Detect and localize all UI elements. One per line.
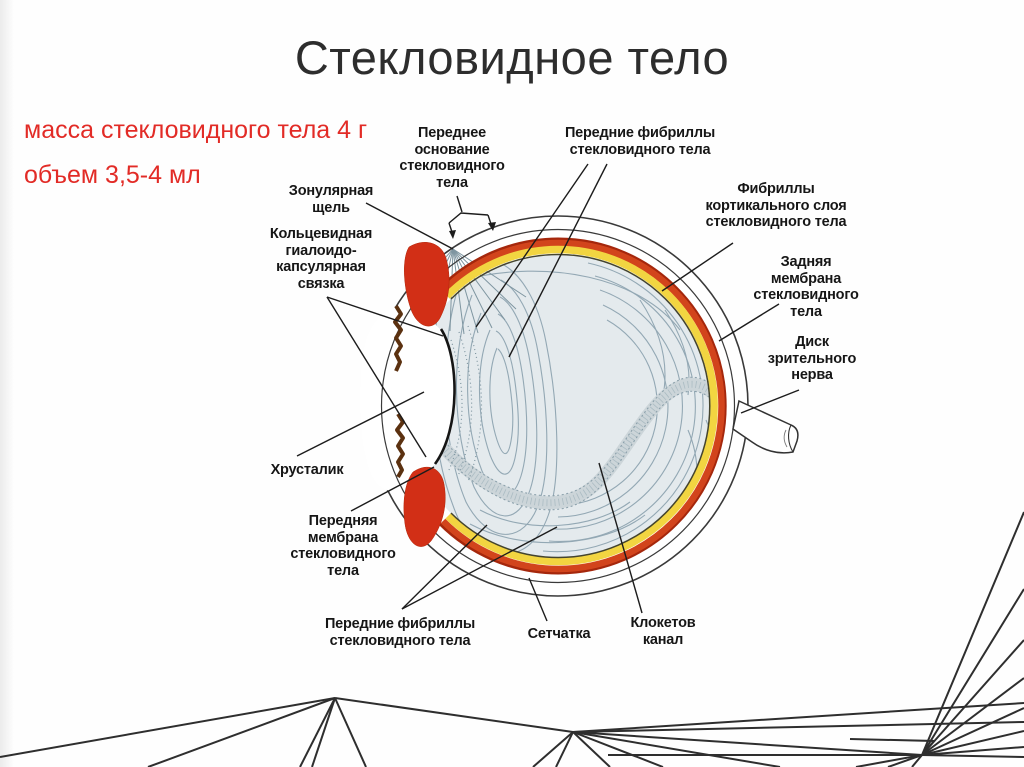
fact-vitreous-volume: объем 3,5-4 мл [24, 161, 201, 189]
leader-posterior-membrane [718, 303, 780, 342]
leader-anterior-base-connector [456, 195, 463, 213]
leader-zonular-cleft [365, 202, 454, 250]
label-annular-ligament: Кольцевидная гиалоидо- капсулярная связк… [269, 226, 373, 292]
lens-posterior-capsule [433, 328, 456, 465]
ciliary-body-patches [403, 242, 450, 547]
bracket-arrowhead-right [488, 222, 496, 231]
lens-region [360, 304, 483, 492]
leader-cloquet-canal [598, 462, 643, 614]
cloquet-canal-band [430, 376, 709, 511]
anterior-segment [360, 304, 455, 492]
label-lens: Хрусталик [270, 462, 344, 478]
label-posterior-membrane: Задняя мембрана стекловидного тела [753, 254, 859, 320]
leader-anterior-fibrils-bottom-1 [401, 524, 488, 610]
optic-nerve [732, 399, 799, 454]
eye-globe [360, 215, 799, 597]
label-cortical-fibrils: Фибриллы кортикального слоя стекловидног… [705, 181, 847, 230]
bracket-arrowhead-left [449, 230, 456, 239]
slide-edge-shadow [0, 0, 14, 767]
zonular-fibers [393, 304, 405, 478]
anterior-cortex-stipple [448, 325, 483, 483]
label-anterior-fibrils-top: Передние фибриллы стекловидного тела [564, 125, 716, 158]
label-optic-disc: Диск зрительного нерва [767, 334, 857, 383]
leader-cortical-fibrils [661, 242, 734, 292]
leader-lens [296, 391, 425, 457]
leader-anterior-base-bracket [448, 212, 489, 224]
choroid-retina-rings [438, 237, 727, 575]
vitreous-fibrils [430, 255, 709, 557]
label-anterior-membrane: Передняя мембрана стекловидного тела [290, 513, 396, 579]
sclera-inner-outline [380, 228, 736, 584]
leader-lines [296, 163, 800, 622]
slide-title: Стекловидное тело [294, 31, 730, 84]
leader-annular-ligament-1 [326, 296, 444, 337]
leader-anterior-membrane [350, 466, 435, 512]
bottom-polygon-decoration [0, 511, 1024, 767]
leader-annular-ligament-2 [326, 296, 427, 458]
leader-anterior-fibrils-top-1 [475, 163, 589, 328]
label-cloquet-canal: Клокетов канал [630, 615, 696, 648]
fact-vitreous-mass: масса стекловидного тела 4 г [24, 116, 368, 144]
label-zonular-cleft: Зонулярная щель [288, 183, 374, 216]
leader-optic-disc [740, 389, 800, 414]
label-anterior-fibrils-bottom: Передние фибриллы стекловидного тела [324, 616, 476, 649]
label-anterior-base: Переднее основание стекловидного тела [399, 125, 505, 191]
leader-anterior-fibrils-bottom-2 [401, 526, 558, 610]
label-retina: Сетчатка [527, 626, 591, 642]
leader-retina [528, 577, 548, 622]
leader-anterior-fibrils-top-2 [508, 163, 608, 358]
